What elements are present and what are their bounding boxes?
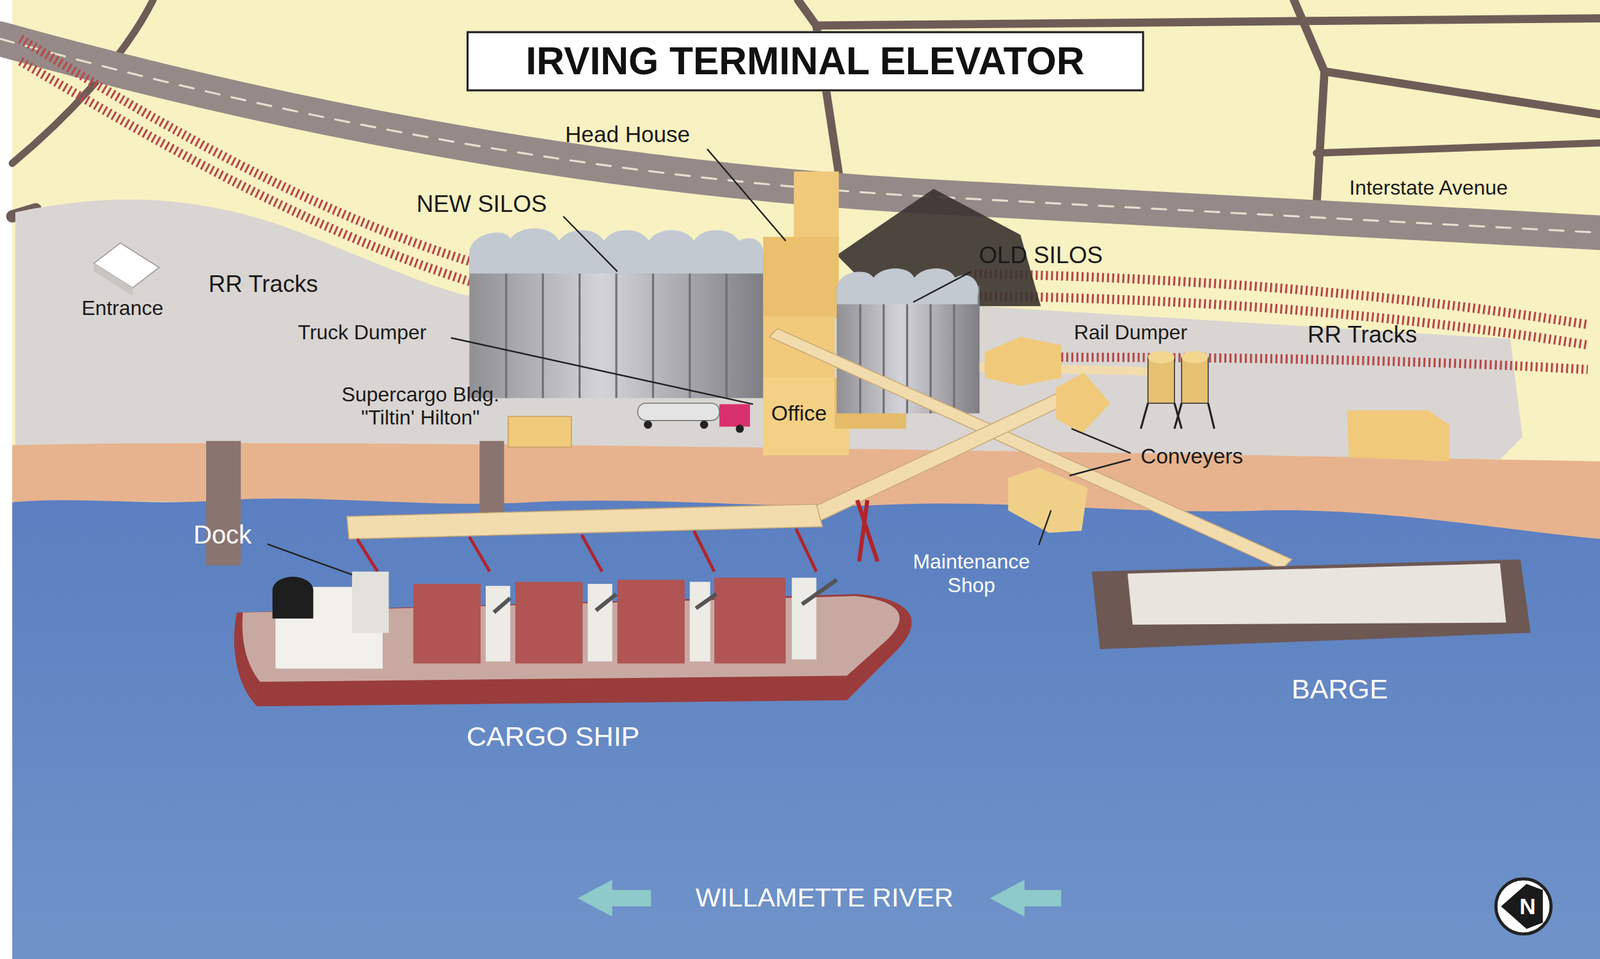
- north-arrow-part: [1500, 883, 1543, 929]
- conveyors: [769, 328, 1292, 569]
- callout-label: Supercargo Bldg. "Tiltin' Hilton": [323, 382, 518, 430]
- truck-part: [719, 403, 751, 427]
- entrance-building-part: [94, 263, 134, 296]
- truck-part: [637, 403, 720, 421]
- ship-loader: [346, 499, 878, 572]
- leader-lines-part: [563, 216, 618, 272]
- leader-lines-part: [913, 271, 972, 303]
- land-part: [12, 0, 1600, 959]
- cargo-ship-part: [352, 571, 389, 633]
- river-part: [12, 498, 1600, 959]
- river: [12, 498, 1600, 959]
- callout-label: NEW SILOS: [416, 190, 548, 218]
- ship-loader-part: [856, 499, 878, 562]
- barge-part: [1091, 559, 1531, 649]
- railroad-tracks-part: [20, 61, 490, 288]
- callout-label: Rail Dumper: [1073, 320, 1188, 345]
- callout-label: Conveyers: [1140, 443, 1243, 468]
- yard: [15, 199, 1523, 460]
- compass-letter: N: [1519, 893, 1536, 920]
- cargo-ship-part: [515, 581, 583, 664]
- cargo-ship-part: [714, 577, 786, 664]
- entrance-building: [94, 242, 160, 296]
- conveyors-part: [769, 328, 1292, 569]
- north-arrow-part: [1495, 878, 1551, 934]
- callout-label: Maintenance Shop: [894, 549, 1048, 597]
- rail-dumper-part: [1141, 403, 1215, 429]
- railroad-tracks-part: [974, 295, 1588, 345]
- small-buildings-part: [1347, 410, 1449, 462]
- track-label: RR Tracks: [1307, 321, 1417, 349]
- small-buildings-part: [508, 416, 572, 448]
- new-silos: [469, 228, 764, 399]
- callout-label: Entrance: [81, 296, 164, 320]
- rail-dumper-part: [1056, 372, 1111, 434]
- cargo-ship-part: [587, 583, 612, 662]
- leader-lines: [267, 149, 1131, 575]
- old-silos-part: [836, 268, 978, 304]
- vessel-label: CARGO SHIP: [466, 720, 640, 753]
- cargo-ship-part: [272, 590, 314, 619]
- vessel-label: BARGE: [1291, 673, 1389, 706]
- truck-part: [700, 420, 709, 429]
- cargo-ship-part: [689, 581, 711, 662]
- head-house-part: [793, 171, 839, 244]
- roads-part: [1294, 0, 1325, 210]
- street-name: Interstate Avenue: [1349, 176, 1508, 200]
- leader-lines-part: [1071, 428, 1131, 454]
- cargo-ship-part: [494, 579, 838, 613]
- barge: [1091, 559, 1531, 649]
- map-title: IRVING TERMINAL ELEVATOR: [466, 31, 1144, 92]
- roads-part: [1324, 71, 1600, 115]
- cargo-ship: [234, 571, 912, 706]
- truck-part: [643, 420, 653, 429]
- leader-lines-part: [1069, 458, 1131, 476]
- truck-part: [736, 424, 745, 433]
- rail-dumper-part: [984, 336, 1062, 386]
- entrance-building-part: [94, 242, 160, 288]
- river-name: WILLAMETTE RIVER: [695, 882, 954, 914]
- small-buildings-part: [1008, 467, 1088, 533]
- roads-part: [1316, 142, 1600, 153]
- ship-loader-part: [346, 504, 823, 539]
- leader-lines-part: [707, 149, 786, 241]
- new-silos-part: [469, 252, 763, 398]
- north-arrow: [1495, 878, 1551, 934]
- yard-part: [15, 199, 1523, 460]
- callout-label: Truck Dumper: [298, 320, 427, 345]
- cargo-ship-part: [791, 577, 816, 660]
- rail-dumper-part: [1181, 357, 1208, 404]
- cargo-ship-part: [413, 583, 481, 664]
- ship-loader-part: [357, 528, 816, 572]
- land: [12, 0, 1600, 959]
- railroad-tracks-part: [20, 39, 490, 268]
- new-silos-part: [506, 260, 727, 399]
- flow-arrows-part: [577, 879, 651, 916]
- roads-part: [816, 18, 1600, 26]
- track-label: RR Tracks: [208, 270, 319, 297]
- rail-dumper: [984, 336, 1215, 434]
- leader-lines-part: [267, 544, 352, 575]
- barge-part: [1127, 563, 1507, 625]
- callout-label: OLD SILOS: [978, 241, 1103, 269]
- cargo-ship-part: [485, 585, 511, 662]
- head-house-part: [763, 236, 840, 319]
- flow-arrows-part: [990, 879, 1062, 916]
- flow-arrows: [577, 879, 1062, 916]
- rail-dumper-part: [1148, 357, 1175, 404]
- callout-label: Head House: [565, 121, 690, 148]
- leader-lines-part: [1038, 510, 1051, 545]
- truck: [637, 403, 750, 433]
- rail-dumper-part: [1181, 350, 1208, 363]
- rail-dumper-part: [1148, 350, 1175, 363]
- building-label: Office: [771, 400, 827, 425]
- callout-label: Dock: [193, 520, 252, 550]
- cargo-ship-part: [617, 579, 685, 664]
- new-silos-part: [469, 228, 764, 274]
